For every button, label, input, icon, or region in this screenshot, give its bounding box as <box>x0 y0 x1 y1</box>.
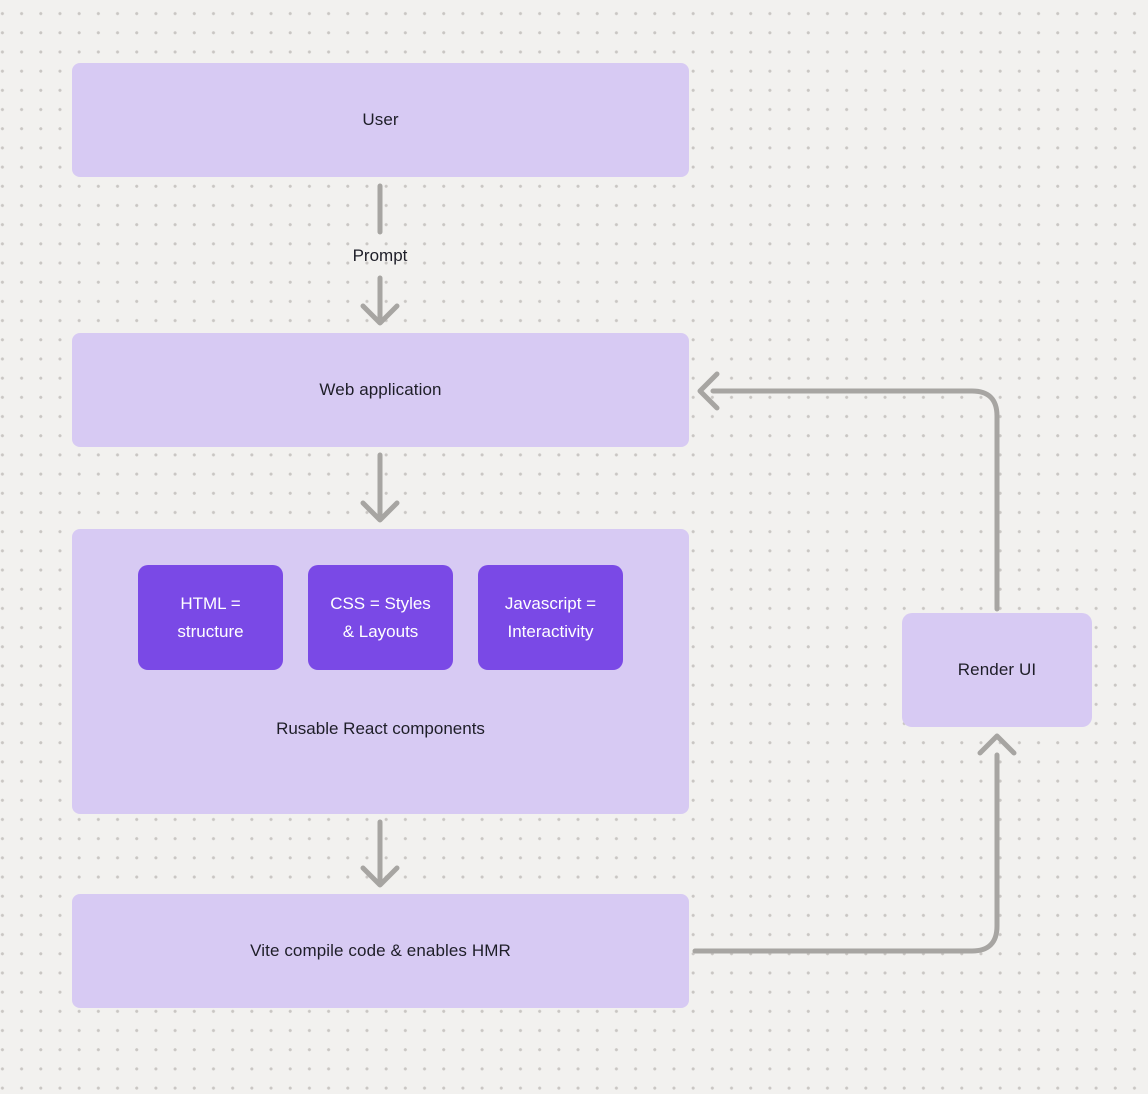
connector-vite-to-renderui[interactable] <box>692 752 1000 954</box>
arrowhead-left-webapp-icon <box>697 371 720 411</box>
group-react-components-caption: Rusable React components <box>276 719 485 738</box>
arrowhead-down-webapp-icon <box>360 303 400 326</box>
node-user-label: User <box>362 110 399 129</box>
node-render-ui-label: Render UI <box>957 660 1037 679</box>
node-html[interactable]: HTML = structure <box>138 565 283 670</box>
node-css-label-line2: & Layouts <box>342 621 419 641</box>
node-css-label-line1: CSS = Styles <box>330 593 431 613</box>
connector-renderui-to-webapp[interactable] <box>710 388 1000 612</box>
node-web-application-label: Web application <box>319 380 442 399</box>
edge-label-prompt: Prompt <box>352 246 408 265</box>
arrowhead-down-components-icon <box>360 500 400 523</box>
node-javascript-label-line2: Interactivity <box>507 621 594 641</box>
node-css[interactable]: CSS = Styles & Layouts <box>308 565 453 670</box>
arrowhead-down-vite-icon <box>360 865 400 888</box>
node-web-application[interactable]: Web application <box>72 333 689 447</box>
node-vite[interactable]: Vite compile code & enables HMR <box>72 894 689 1008</box>
node-html-label-line2: structure <box>177 621 244 641</box>
node-render-ui[interactable]: Render UI <box>902 613 1092 727</box>
node-javascript-label-line1: Javascript = <box>504 593 597 613</box>
node-user[interactable]: User <box>72 63 689 177</box>
node-html-label-line1: HTML = <box>180 593 241 613</box>
group-react-components[interactable]: HTML = structure CSS = Styles & Layouts … <box>72 529 689 814</box>
node-javascript[interactable]: Javascript = Interactivity <box>478 565 623 670</box>
node-vite-label: Vite compile code & enables HMR <box>250 941 511 960</box>
arrowhead-up-renderui-icon <box>977 733 1017 756</box>
